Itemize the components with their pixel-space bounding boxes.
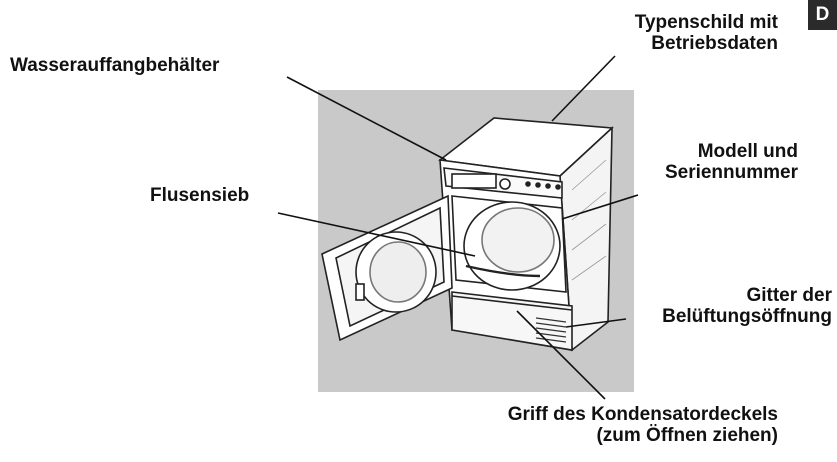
label-typenschild: Typenschild mit Betriebsdaten bbox=[634, 12, 778, 54]
lint-filter bbox=[465, 264, 541, 278]
label-griff-kondensator: Griff des Kondensatordeckels (zum Öffnen… bbox=[507, 404, 778, 446]
dryer-door bbox=[321, 194, 453, 342]
label-modell-seriennummer: Modell und Seriennummer bbox=[664, 141, 798, 183]
label-gitter-belueftung: Gitter der Belüftungsöffnung bbox=[662, 285, 832, 327]
label-wasserauffangbehaelter: Wasserauffangbehälter bbox=[10, 55, 220, 76]
language-badge: D bbox=[808, 0, 837, 30]
label-flusensieb: Flusensieb bbox=[150, 185, 250, 206]
leader-lines bbox=[277, 55, 639, 400]
